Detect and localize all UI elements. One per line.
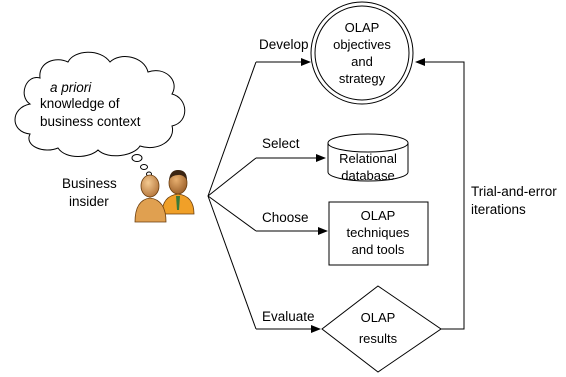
techniques-node: OLAP techniques and tools <box>328 201 429 266</box>
thought-bubble-large <box>131 154 143 162</box>
cloud-text-line3: business context <box>40 114 141 129</box>
develop-label: Develop <box>259 37 309 52</box>
database-line2: database <box>341 168 395 183</box>
people-icon <box>134 170 195 223</box>
actor-branches <box>207 61 257 330</box>
branch-to-develop <box>207 61 257 197</box>
results-line1: OLAP <box>361 310 396 325</box>
evaluate-label: Evaluate <box>262 309 315 324</box>
action-arrows <box>256 58 328 333</box>
techniques-line3: and tools <box>352 242 405 257</box>
branch-to-choose <box>207 195 257 232</box>
techniques-line1: OLAP <box>361 208 396 223</box>
thought-cloud: a priori knowledge of business context <box>14 51 186 177</box>
feedback-loop <box>415 58 465 330</box>
objectives-line4: strategy <box>339 71 386 86</box>
techniques-box <box>328 201 429 266</box>
actor-label-line1: Business <box>62 176 117 191</box>
objectives-line1: OLAP <box>345 20 380 35</box>
techniques-line2: techniques <box>347 225 410 240</box>
database-cylinder-body <box>327 143 409 182</box>
cloud-text-line1: a priori <box>50 80 92 95</box>
choose-label: Choose <box>262 210 309 225</box>
feedback-label-line1: Trial-and-error <box>471 184 557 199</box>
feedback-arrow <box>415 58 465 330</box>
person-left-head <box>140 174 160 198</box>
objectives-node: OLAP objectives and strategy <box>310 1 414 105</box>
thought-bubble-medium <box>140 164 148 170</box>
objectives-line3: and <box>351 54 373 69</box>
select-label: Select <box>262 136 300 151</box>
results-node: OLAP results <box>321 285 442 373</box>
actor-label-line2: insider <box>69 194 109 209</box>
database-node: Relational database <box>327 133 409 183</box>
person-right-hair <box>169 170 187 180</box>
cloud-text-line2: knowledge of <box>40 96 120 111</box>
objectives-inner-circle <box>314 5 410 101</box>
thought-cloud-shape <box>14 51 186 157</box>
branch-to-select <box>207 157 257 197</box>
database-line1: Relational <box>339 151 397 166</box>
database-cylinder-top <box>327 133 409 153</box>
results-line2: results <box>359 331 398 346</box>
branch-to-evaluate <box>207 195 257 330</box>
objectives-line2: objectives <box>333 37 391 52</box>
results-diamond <box>321 285 442 373</box>
person-left-body <box>134 197 167 223</box>
feedback-label-line2: iterations <box>471 202 526 217</box>
person-right-tie <box>176 196 180 210</box>
